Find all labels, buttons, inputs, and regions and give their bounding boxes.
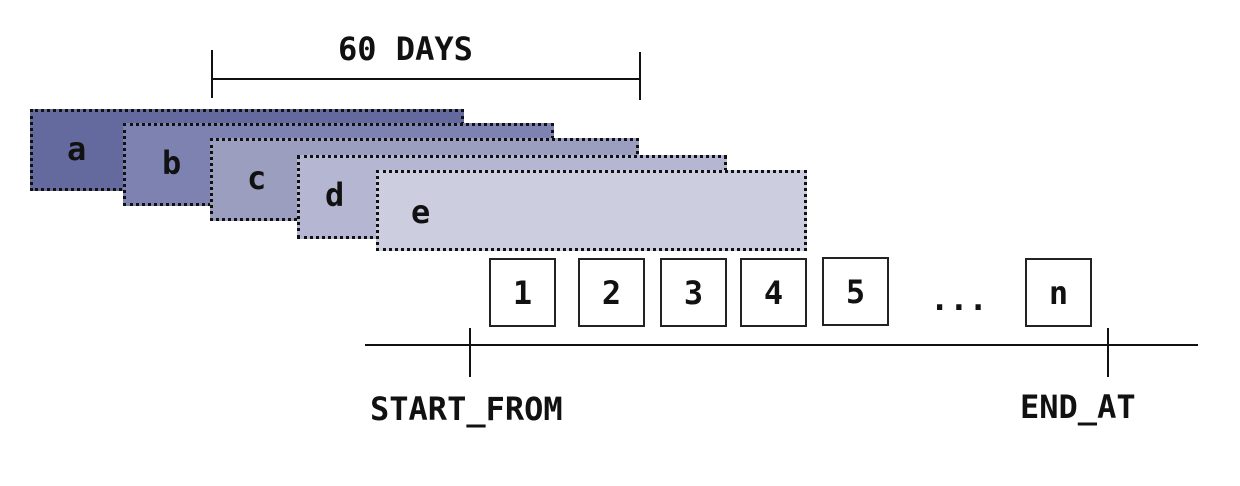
ellipsis: ... [930, 280, 988, 318]
bracket-line [212, 78, 641, 80]
window-e: e [376, 170, 807, 251]
window-label: b [162, 144, 182, 182]
start-tick [469, 328, 471, 377]
window-label: a [67, 130, 87, 168]
step-box: 2 [578, 258, 645, 327]
end-tick [1107, 328, 1109, 377]
window-label: e [411, 193, 431, 231]
window-label: c [247, 159, 267, 197]
step-box: 5 [822, 257, 889, 326]
end-label: END_AT [1020, 388, 1136, 426]
step-box: 1 [489, 258, 556, 327]
step-box: 4 [740, 258, 807, 327]
axis-line [365, 344, 1198, 346]
bracket-left-tick [211, 50, 213, 98]
step-box: n [1025, 258, 1092, 327]
step-box: 3 [660, 258, 727, 327]
bracket-right-tick [639, 52, 641, 100]
window-label: d [325, 176, 345, 214]
start-label: START_FROM [370, 390, 563, 428]
bracket-label: 60 DAYS [338, 30, 473, 68]
